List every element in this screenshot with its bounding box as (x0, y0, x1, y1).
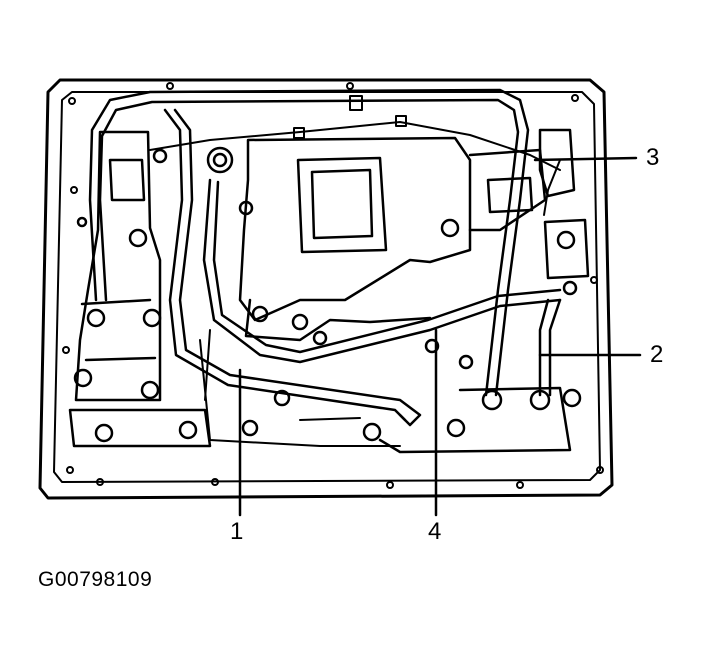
leader-line-3 (533, 156, 638, 162)
callout-1: 1 (230, 518, 244, 545)
gasket-holes (62, 82, 604, 489)
callout-4: 4 (428, 518, 442, 545)
lower-edges (199, 329, 401, 447)
right-components (241, 128, 590, 454)
callout-2: 2 (650, 341, 664, 368)
oil-tubes (88, 88, 562, 427)
left-valve-block (68, 130, 212, 448)
center-plate (206, 136, 472, 346)
figure-id: G00798109 (38, 568, 153, 591)
leader-lines (238, 156, 642, 517)
callout-3: 3 (646, 144, 660, 171)
